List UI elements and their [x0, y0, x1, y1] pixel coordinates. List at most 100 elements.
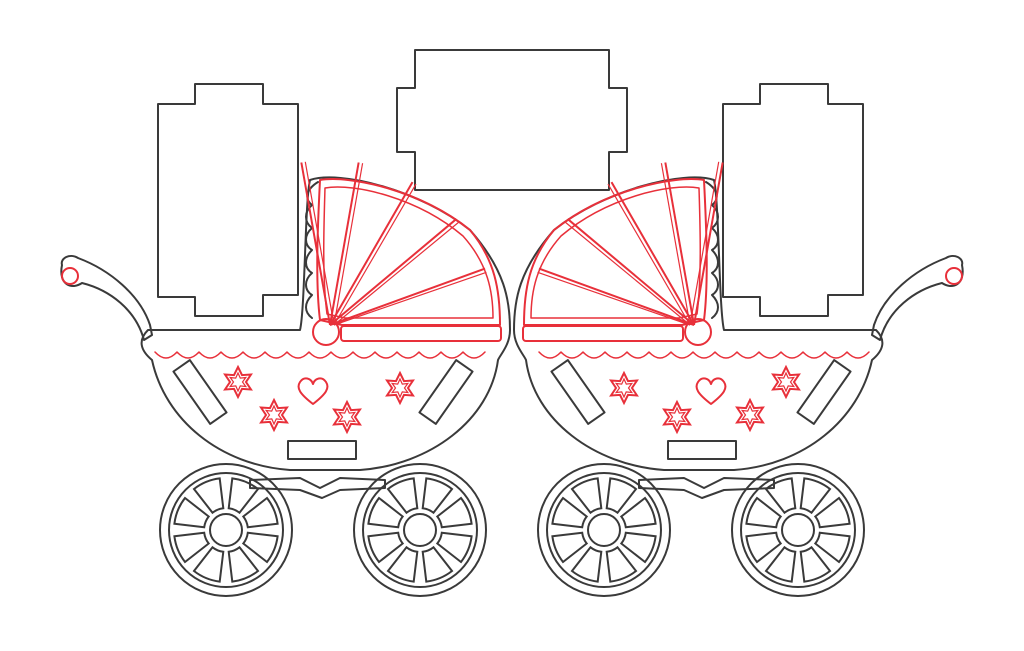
hood-rib — [693, 162, 724, 326]
star-icon — [662, 399, 692, 435]
star-inner — [264, 404, 284, 426]
star-icon — [259, 397, 289, 433]
wheel-spoke-window — [192, 477, 225, 515]
star-inner — [614, 377, 634, 399]
basket — [140, 176, 511, 471]
wheel-spoke-window — [367, 531, 405, 564]
star-shape — [735, 397, 765, 433]
tag-left — [157, 83, 299, 317]
wheel-hub — [587, 513, 621, 547]
stroller-right — [513, 161, 964, 597]
wheel-spoke-window — [799, 545, 832, 583]
hood-scallop — [305, 181, 319, 319]
star-icon — [609, 370, 639, 406]
star-inner — [337, 406, 357, 428]
star-shape — [662, 399, 692, 435]
wheel-rim-inner — [740, 472, 856, 588]
wheel-rim — [537, 463, 671, 597]
wheel-spoke-window — [799, 477, 832, 515]
star-shape — [259, 397, 289, 433]
star-icon — [332, 399, 362, 435]
star-icon — [223, 364, 253, 400]
wheel-rim — [731, 463, 865, 597]
wheel-spoke-window — [227, 477, 260, 515]
wheel-spoke-window — [227, 545, 260, 583]
hood-pivot-icon — [684, 318, 712, 346]
hood-inner — [323, 186, 494, 319]
wheel-spoke-window — [435, 496, 473, 529]
star-icon — [385, 370, 415, 406]
side-slot — [418, 359, 474, 425]
hood-bar — [340, 325, 502, 342]
hood-rib-inner — [607, 183, 691, 326]
wheel-spoke-window — [192, 545, 225, 583]
wheel-hub — [781, 513, 815, 547]
hood-rib-inner — [564, 221, 691, 326]
wheel-spoke-window — [619, 496, 657, 529]
hood-rib — [329, 267, 486, 326]
wheel-hub — [403, 513, 437, 547]
hood-rib-inner — [304, 161, 335, 326]
star-inner — [390, 377, 410, 399]
star-inner — [776, 371, 796, 393]
wheel-spoke-window — [764, 477, 797, 515]
star-shape — [385, 370, 415, 406]
wheel — [537, 463, 671, 597]
hood-rib — [329, 218, 458, 326]
hood-bar — [522, 325, 684, 342]
hood — [316, 178, 501, 326]
chassis — [249, 477, 386, 499]
stroller-left — [60, 161, 511, 597]
wheel-rim — [159, 463, 293, 597]
star-icon — [735, 397, 765, 433]
chassis — [638, 477, 775, 499]
wheel-spoke-window — [421, 545, 454, 583]
wheel-spoke-window — [421, 477, 454, 515]
star-shape — [771, 364, 801, 400]
hood-rib — [329, 181, 414, 326]
hood-rib — [566, 218, 695, 326]
tag-center — [396, 49, 628, 191]
hood-rib-inner — [333, 221, 460, 326]
wheel-spoke-window — [570, 545, 603, 583]
star-inner — [228, 371, 248, 393]
wheel-spoke-window — [745, 496, 783, 529]
wheel-spoke-window — [241, 531, 279, 564]
wheel-spoke-window — [605, 545, 638, 583]
basket — [513, 176, 884, 471]
heart-icon — [297, 377, 329, 405]
star-shape — [332, 399, 362, 435]
wheel-spoke-window — [551, 496, 589, 529]
wheel-spoke-window — [619, 531, 657, 564]
wheel-spoke-window — [386, 545, 419, 583]
side-slot — [550, 359, 606, 425]
scallop-border — [154, 351, 486, 359]
wheel-spoke-window — [367, 496, 405, 529]
wheel — [353, 463, 487, 597]
star-shape — [609, 370, 639, 406]
wheel-spoke-window — [173, 496, 211, 529]
handle-knob-icon — [61, 267, 79, 285]
wheel-spoke-window — [386, 477, 419, 515]
bottom-slot — [667, 440, 737, 460]
side-slot — [796, 359, 852, 425]
wheel-spoke-window — [435, 531, 473, 564]
wheel-rim — [353, 463, 487, 597]
star-shape — [223, 364, 253, 400]
hood-rib-inner — [537, 271, 691, 326]
wheel-rim-inner — [168, 472, 284, 588]
wheel-hub — [209, 513, 243, 547]
wheel-spoke-window — [173, 531, 211, 564]
hood-ribs — [300, 161, 487, 326]
hood-rib-inner — [660, 163, 691, 326]
hood-rib-inner — [333, 163, 364, 326]
hood-ribs — [537, 161, 724, 326]
wheel-spoke-window — [813, 496, 851, 529]
wheel-rim-inner — [362, 472, 478, 588]
hood-pivot-icon — [312, 318, 340, 346]
bottom-slot — [287, 440, 357, 460]
wheel-spoke-window — [764, 545, 797, 583]
hood-inner — [530, 186, 701, 319]
wheel-spoke-window — [813, 531, 851, 564]
handle-knob-icon — [945, 267, 963, 285]
